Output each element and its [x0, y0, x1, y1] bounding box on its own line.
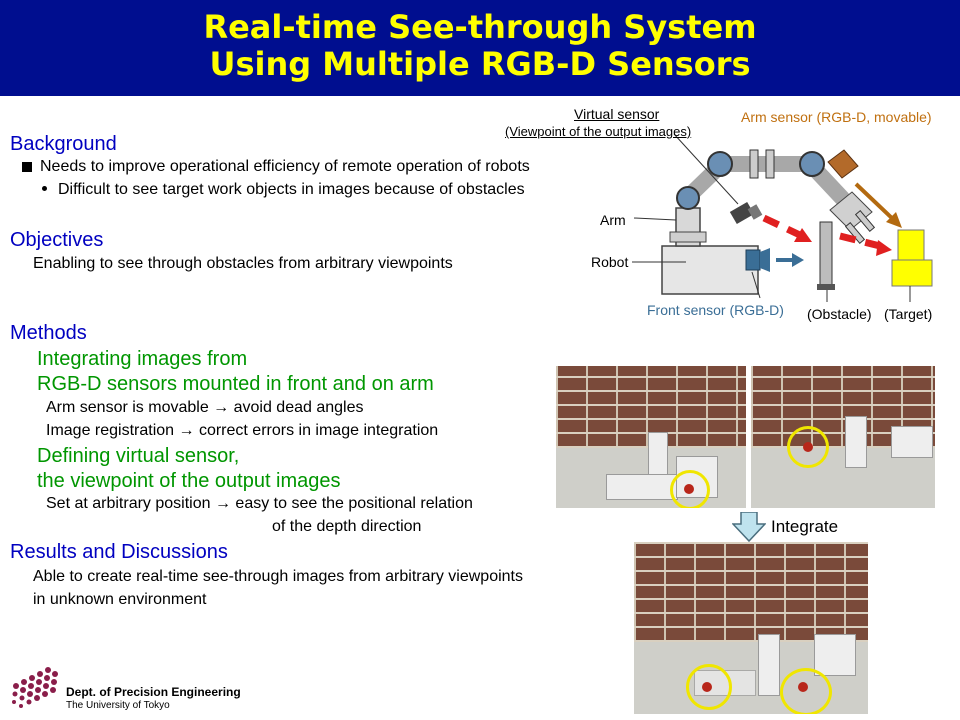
robot-diagram — [632, 133, 933, 302]
virtual-sensor-sublabel: (Viewpoint of the output images) — [505, 124, 692, 139]
objectives-text: Enabling to see through obstacles from a… — [33, 255, 453, 272]
methods-green-2b: the viewpoint of the output images — [37, 470, 341, 492]
background-heading: Background — [10, 133, 117, 155]
arm-leader — [633, 217, 677, 221]
objectives-heading: Objectives — [10, 229, 104, 251]
target-highlight-circle — [780, 668, 832, 714]
target-highlight-circle — [670, 470, 710, 508]
front-sensor-shape — [745, 249, 761, 271]
gripper-finger-2 — [854, 209, 876, 233]
virtual-sensor-icon — [729, 201, 763, 225]
virtual-ray-1 — [762, 214, 804, 240]
arm-sensor-shape — [827, 149, 859, 179]
joint-2 — [707, 151, 733, 177]
gripper-finger-1 — [844, 221, 866, 245]
title-line-1: Real-time See-through System — [203, 8, 757, 46]
virtual-ray-arrowhead-2 — [876, 240, 892, 256]
methods-green-1a: Integrating images from — [37, 348, 248, 370]
front-sensor-leader — [751, 271, 761, 299]
arm-sensor-arrow-line — [854, 182, 898, 224]
robot-label: Robot — [591, 254, 629, 270]
logo-dept-name: Dept. of Precision Engineering — [66, 685, 241, 699]
obstacle-base — [817, 284, 835, 290]
arm-flange-shape — [669, 231, 707, 243]
arm-label: Arm — [600, 212, 626, 228]
logo-university-name: The University of Tokyo — [66, 700, 170, 711]
title-line-2: Using Multiple RGB-D Sensors — [209, 45, 751, 83]
square-bullet-icon — [22, 162, 32, 172]
front-sensor-lens — [760, 248, 770, 272]
virtual-ray-2 — [839, 232, 881, 250]
target-top-shape — [897, 229, 925, 261]
methods-detail-1: Arm sensor is movable → avoid dead angle… — [46, 399, 364, 416]
joint-flange-1 — [749, 149, 759, 179]
results-heading: Results and Discussions — [10, 541, 228, 563]
methods-heading: Methods — [10, 322, 87, 344]
virtual-sensor-label: Virtual sensor — [574, 106, 660, 122]
front-sensor-image — [556, 366, 746, 508]
methods-detail-3b: of the depth direction — [272, 518, 422, 535]
target-bottom-shape — [891, 259, 933, 287]
joint-1 — [676, 186, 700, 210]
virtual-ray-arrowhead-1 — [794, 228, 812, 242]
target-highlight-circle — [787, 426, 829, 468]
methods-detail-3a: Set at arbitrary position → easy to see … — [46, 495, 473, 512]
university-logo-icon — [12, 667, 58, 708]
virtual-sensor-leader — [673, 133, 739, 205]
title-banner: Real-time See-through System Using Multi… — [0, 0, 960, 96]
obstacle-shape — [819, 221, 833, 287]
front-sensor-label: Front sensor (RGB-D) — [647, 302, 784, 318]
arm-sensor-arrowhead — [886, 212, 902, 228]
arm-sensor-image — [751, 366, 935, 508]
target-highlight-circle — [686, 664, 732, 710]
target-label: (Target) — [884, 306, 933, 322]
results-line-1: Able to create real-time see-through ima… — [33, 568, 523, 585]
integrate-label: Integrate — [771, 517, 839, 536]
arm-sensor-label: Arm sensor (RGB-D, movable) — [741, 109, 932, 125]
results-line-2: in unknown environment — [33, 591, 207, 608]
joint-3 — [799, 151, 825, 177]
background-bullet-2: Difficult to see target work objects in … — [58, 181, 525, 198]
integrated-image — [634, 542, 868, 714]
background-bullet-1: Needs to improve operational efficiency … — [40, 158, 530, 175]
integrate-arrow-icon — [732, 512, 766, 542]
joint-flange-2 — [765, 149, 775, 179]
methods-green-2a: Defining virtual sensor, — [37, 445, 240, 467]
methods-detail-2: Image registration → correct errors in i… — [46, 422, 439, 439]
robot-base-shape — [661, 245, 759, 295]
obstacle-label: (Obstacle) — [807, 306, 872, 322]
dot-bullet-icon — [42, 186, 47, 191]
methods-green-1b: RGB-D sensors mounted in front and on ar… — [37, 373, 434, 395]
front-sensor-arrowhead — [792, 253, 804, 267]
